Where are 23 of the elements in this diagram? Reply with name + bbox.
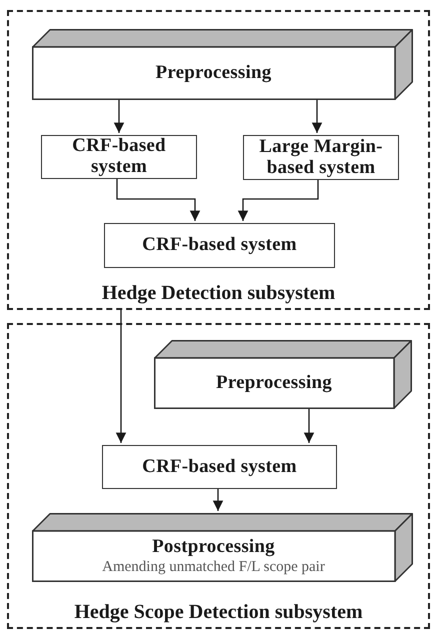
box-title: Postprocessing xyxy=(152,537,275,558)
arrow xyxy=(238,178,319,221)
process-box xyxy=(243,135,399,180)
arrow xyxy=(212,487,224,511)
box-title: Preprocessing xyxy=(156,63,272,84)
box-title: CRF-based system xyxy=(142,235,297,256)
box-subtitle: Amending unmatched F/L scope pair xyxy=(102,558,325,576)
arrow xyxy=(116,177,200,221)
box-title: Preprocessing xyxy=(216,373,332,394)
frame-title: Hedge Detection subsystem xyxy=(102,282,336,304)
arrow xyxy=(114,98,124,133)
process-box xyxy=(104,223,335,268)
process-box xyxy=(41,135,197,179)
box-title: CRF-based system xyxy=(142,456,297,478)
arrow xyxy=(116,310,126,443)
arrow xyxy=(312,98,322,133)
box-title: Large Margin-based system xyxy=(258,136,384,178)
box-title: CRF-based system xyxy=(71,136,167,178)
frame-title: Hedge Scope Detection subsystem xyxy=(74,601,363,623)
arrow xyxy=(304,407,314,443)
process-box xyxy=(102,445,337,489)
subsystem-frame xyxy=(7,323,430,629)
subsystem-frame xyxy=(7,10,430,310)
